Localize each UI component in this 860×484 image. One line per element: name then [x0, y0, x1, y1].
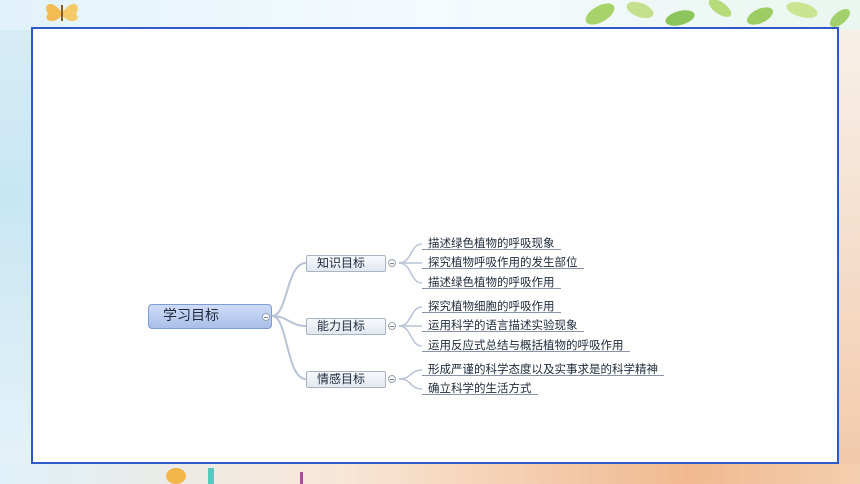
collapse-icon[interactable] — [262, 313, 270, 321]
branch-knowledge[interactable]: 知识目标 — [306, 255, 387, 272]
leaf-node[interactable]: 描述绿色植物的呼吸现象 — [422, 236, 561, 250]
leaf-label: 确立科学的生活方式 — [428, 381, 532, 395]
leaf-node[interactable]: 确立科学的生活方式 — [422, 381, 538, 395]
leaf-label: 形成严谨的科学态度以及实事求是的科学精神 — [428, 362, 658, 376]
root-node[interactable]: 学习目标 — [148, 304, 272, 329]
leaf-label: 描述绿色植物的呼吸作用 — [428, 275, 555, 289]
right-watercolor — [838, 30, 860, 484]
root-label: 学习目标 — [163, 308, 219, 324]
branch-label: 能力目标 — [317, 319, 366, 333]
branch-ability[interactable]: 能力目标 — [306, 318, 387, 335]
leaf-label: 运用反应式总结与概括植物的呼吸作用 — [428, 338, 624, 352]
collapse-icon[interactable] — [388, 259, 396, 267]
leaf-node[interactable]: 探究植物呼吸作用的发生部位 — [422, 255, 584, 269]
leaf-node[interactable]: 运用科学的语言描述实验现象 — [422, 318, 584, 332]
bottom-watercolor — [0, 464, 860, 484]
branch-emotion[interactable]: 情感目标 — [306, 371, 387, 388]
branch-label: 情感目标 — [317, 372, 366, 386]
leaf-node[interactable]: 描述绿色植物的呼吸作用 — [422, 275, 561, 289]
leaf-node[interactable]: 运用反应式总结与概括植物的呼吸作用 — [422, 338, 630, 352]
leaf-node[interactable]: 形成严谨的科学态度以及实事求是的科学精神 — [422, 362, 664, 376]
leaf-icon — [585, 0, 850, 27]
branch-label: 知识目标 — [317, 256, 366, 270]
butterfly-icon — [46, 3, 78, 22]
collapse-icon[interactable] — [388, 322, 396, 330]
leaf-node[interactable]: 探究植物细胞的呼吸作用 — [422, 299, 561, 313]
collapse-icon[interactable] — [388, 375, 396, 383]
leaf-label: 描述绿色植物的呼吸现象 — [428, 236, 555, 250]
leaf-label: 探究植物呼吸作用的发生部位 — [428, 255, 578, 269]
flower-decoration — [166, 468, 303, 484]
leaf-label: 探究植物细胞的呼吸作用 — [428, 299, 555, 313]
leaf-label: 运用科学的语言描述实验现象 — [428, 318, 578, 332]
